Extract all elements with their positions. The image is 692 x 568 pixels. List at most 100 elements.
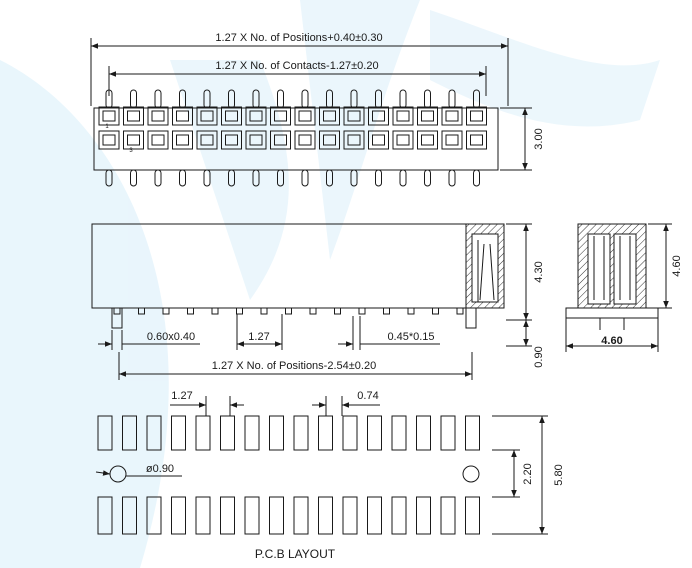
pcb-layout-title: P.C.B LAYOUT: [255, 547, 336, 561]
contact-cell: [123, 130, 144, 150]
top-pin-upper: [179, 89, 186, 109]
top-pin-lower: [203, 169, 211, 187]
contact-cell-inner: [200, 134, 214, 146]
top-pin-upper: [326, 89, 333, 109]
front-tail: [211, 307, 219, 315]
top-pin-lower: [326, 169, 333, 187]
contact-cell: [343, 106, 365, 126]
contact-cell-inner: [323, 110, 336, 122]
front-tail: [187, 307, 194, 315]
pin1-label: 1: [105, 124, 109, 130]
pcb-pad-upper: [416, 415, 431, 451]
contact-cell: [98, 106, 120, 126]
front-height-label: 4.30: [533, 261, 545, 282]
contact-cell-inner: [127, 110, 140, 122]
pcb-pad-upper: [293, 415, 309, 451]
contact-cell-inner: [396, 110, 410, 122]
contact-cell: [392, 106, 414, 126]
top-view: [90, 38, 532, 187]
pcb-pad-lower: [195, 496, 211, 535]
pcb-pad-upper: [97, 415, 113, 451]
front-tail: [432, 307, 439, 315]
pcb-pad-upper: [342, 415, 358, 451]
contact-cell-inner: [249, 110, 263, 122]
contact-cell-inner: [274, 110, 287, 122]
front-view: [91, 223, 532, 380]
pcb-pad-upper: [367, 415, 382, 451]
contact-cell-inner: [102, 134, 116, 146]
contact-cell: [196, 106, 218, 126]
pcb-pad-lower: [269, 496, 284, 535]
top-pin-lower: [252, 169, 260, 187]
contact-cell: [221, 130, 242, 150]
overall-length-label: 1.27 X No. of Positions+0.40±0.30: [215, 32, 382, 44]
front-tail: [358, 307, 366, 315]
front-tail: [285, 307, 292, 315]
contact-cell-inner: [127, 134, 140, 146]
contact-cell-inner: [151, 134, 165, 146]
contact-cell-inner: [372, 110, 385, 122]
front-tail: [456, 307, 464, 315]
top-pin-upper: [130, 89, 137, 109]
top-pin-lower: [301, 169, 309, 187]
pcb-pad-upper: [171, 415, 186, 451]
top-pin-lower: [375, 169, 382, 187]
front-pitch-label: 1.27: [248, 331, 269, 343]
pin-size-label: 0.45*0.15: [387, 331, 434, 343]
front-tail: [260, 307, 268, 315]
front-tail: [162, 307, 170, 315]
pad-span-label: 5.80: [553, 464, 565, 485]
pcb-pad-lower: [342, 496, 358, 535]
top-pin-upper: [424, 89, 431, 109]
pcb-pad-upper: [465, 415, 480, 451]
contact-cell-inner: [249, 134, 263, 146]
pcb-pad-lower: [220, 496, 235, 535]
pcb-pitch-label: 1.27: [171, 390, 192, 402]
contact-cell: [466, 106, 487, 126]
pcb-pad-upper: [146, 415, 162, 451]
contact-cell: [319, 106, 340, 126]
contact-cell-inner: [445, 134, 459, 146]
top-pin-upper: [448, 89, 456, 109]
top-pin-lower: [399, 169, 407, 187]
contact-cell-inner: [323, 134, 336, 146]
top-pin-lower: [228, 169, 235, 187]
pcb-layout: [95, 396, 548, 535]
top-pin-upper: [350, 89, 358, 109]
side-height-label: 4.60: [671, 255, 683, 276]
contact-cell: [417, 106, 438, 126]
contact-cell-inner: [445, 110, 459, 122]
contact-cell: [343, 130, 365, 150]
top-pin-lower: [154, 169, 162, 187]
pcb-pad-lower: [97, 496, 113, 535]
contact-cell-inner: [176, 134, 189, 146]
contact-cell-inner: [274, 134, 287, 146]
top-pin-lower: [350, 169, 358, 187]
contact-cell: [221, 106, 242, 126]
pcb-pad-lower: [146, 496, 162, 535]
contact-cell: [245, 130, 267, 150]
contact-cell-inner: [298, 134, 312, 146]
contacts-length-label: 1.27 X No. of Contacts-1.27±0.20: [215, 60, 378, 72]
contact-cell: [147, 106, 169, 126]
top-pin-upper: [277, 89, 284, 109]
contact-cell-inner: [176, 110, 189, 122]
contact-cell: [270, 106, 291, 126]
top-pin-upper: [301, 89, 309, 109]
front-tail: [407, 307, 415, 315]
contact-cell-inner: [347, 110, 361, 122]
watermark: [0, 0, 660, 568]
top-pin-upper: [203, 89, 211, 109]
top-pin-lower: [277, 169, 284, 187]
top-pin-upper: [154, 89, 162, 109]
top-pin-lower: [448, 169, 456, 187]
pcb-pad-upper: [220, 415, 235, 451]
contact-cell-inner: [470, 134, 483, 146]
contact-cell: [98, 130, 120, 150]
contact-cell-inner: [396, 134, 410, 146]
front-tail: [383, 307, 390, 315]
pcb-pad-upper: [318, 415, 333, 451]
top-pin-lower: [179, 169, 186, 187]
top-pin-upper: [228, 89, 235, 109]
contact-cell: [245, 106, 267, 126]
